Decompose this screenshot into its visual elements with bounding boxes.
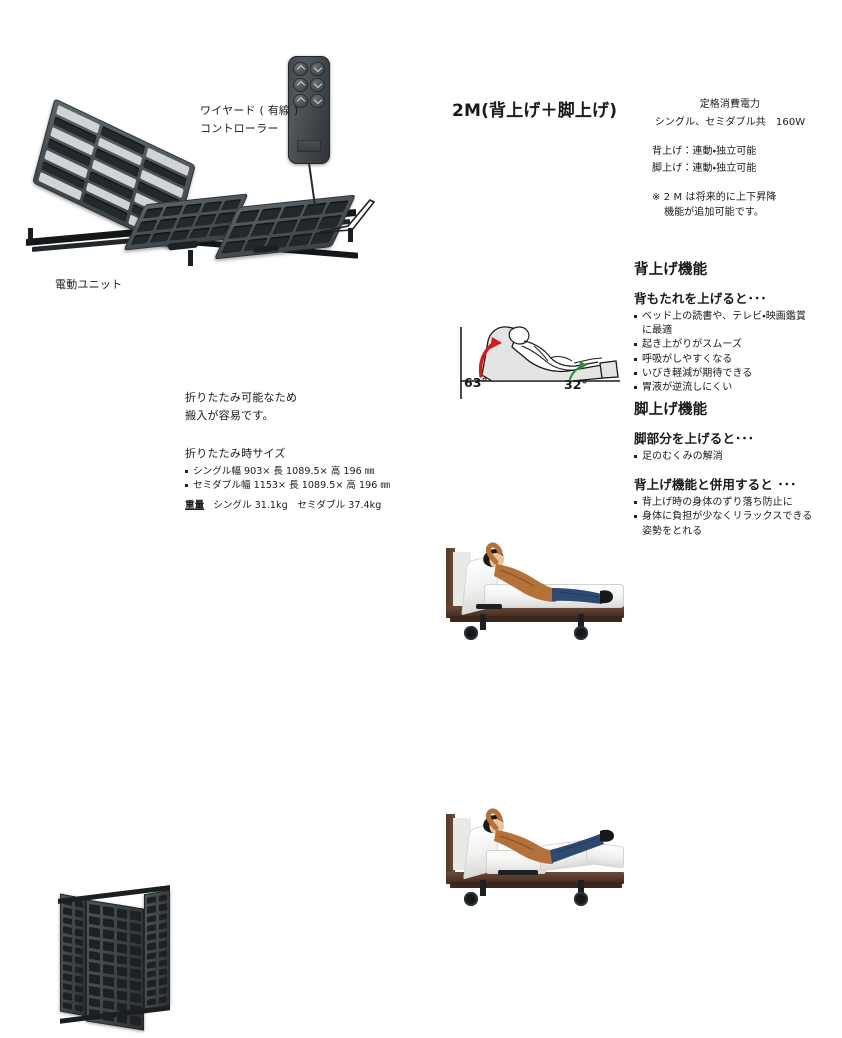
back-lift-bullet-3: 呼吸がしやすくなる	[634, 353, 839, 367]
folding-intro-line2: 搬入が容易です。	[185, 408, 274, 422]
remote-button-all-down[interactable]	[310, 94, 325, 108]
power-spec-heading: 定格消費電力	[699, 99, 761, 110]
remote-button-leg-down[interactable]	[310, 78, 325, 92]
remote-lower-panel	[297, 140, 321, 152]
folded-bed-photo	[56, 885, 186, 1038]
page-title: 2M(背上げ＋脚上げ)	[452, 101, 618, 121]
catalog-page: 電動ユニット ワイヤード ( 有線 ) コントローラー 2M(背上げ＋脚上げ) …	[0, 0, 842, 596]
leg-lift-bullet-list: 足のむくみの解消	[634, 450, 839, 464]
back-lift-bullet-4: いびき軽減が期待できる	[634, 367, 839, 381]
remote-button-all-up[interactable]	[293, 94, 308, 108]
folded-size-semidouble: セミダブル幅 1153× 長 1089.5× 高 196 ㎜	[185, 479, 410, 493]
back-lift-photo	[440, 518, 630, 646]
remote-cord	[308, 162, 318, 215]
folded-size-list: シングル幅 903× 長 1089.5× 高 196 ㎜ セミダブル幅 1153…	[185, 465, 410, 494]
capability-block: 背上げ：連動・独立可能 脚上げ：連動・独立可能 ※ 2 M は将来的に上下昇降 …	[652, 144, 837, 220]
bed-platform-photo	[18, 98, 378, 280]
folding-text-block: 折りたたみ可能なため 搬入が容易です。 折りたたみ時サイズ シングル幅 903×…	[185, 390, 410, 511]
angle-diagram: 63° 32°	[452, 313, 622, 401]
power-spec-block: 定格消費電力 シングル、セミダブル共 160W	[640, 97, 820, 130]
leg-lift-combo-bullet-2: 身体に負担が少なくリラックスできる	[634, 510, 839, 524]
capability-leg: 脚上げ：連動・独立可能	[652, 163, 757, 174]
motor-unit-caption: 電動ユニット	[55, 278, 123, 291]
weight-value: シングル 31.1kg セミダブル 37.4kg	[213, 499, 382, 511]
controller-caption-line2: コントローラー	[200, 121, 279, 135]
remote-body	[288, 56, 330, 164]
leg-lift-combo-bullet-2-cont: 姿勢をとれる	[642, 525, 703, 537]
weight-label: 重量	[185, 499, 205, 511]
weight-row: 重量 シングル 31.1kg セミダブル 37.4kg	[185, 497, 410, 511]
folding-intro-line1: 折りたたみ可能なため	[185, 391, 298, 404]
back-lift-bullet-list: ベッド上の読書や、テレビ・映画鑑賞 に最適 起き上がりがスムーズ 呼吸がしやすく…	[634, 310, 839, 395]
remote-button-pad	[293, 62, 325, 108]
controller-caption: ワイヤード ( 有線 ) コントローラー	[200, 103, 298, 137]
leg-lift-bullet-1: 足のむくみの解消	[634, 450, 839, 464]
leg-lift-photo	[440, 786, 630, 914]
folded-size-heading: 折りたたみ時サイズ	[185, 446, 286, 460]
back-lift-bullet-2: 起き上がりがスムーズ	[634, 338, 839, 352]
capability-back: 背上げ：連動・独立可能	[652, 146, 757, 157]
capability-note-line1: ※ 2 M は将来的に上下昇降	[652, 192, 777, 203]
leg-lift-combo-subheading: 背上げ機能と併用すると ･･･	[634, 477, 797, 493]
remote-button-back-up[interactable]	[293, 62, 308, 76]
leg-lift-text-block: 脚上げ機能 脚部分を上げると･･･ 足のむくみの解消 背上げ機能と併用すると ･…	[634, 398, 839, 539]
leg-angle-label: 32°	[564, 377, 588, 392]
leg-lift-combo-bullet-list: 背上げ時の身体のずり落ち防止に 身体に負担が少なくリラックスできる 姿勢をとれる	[634, 496, 839, 539]
back-lift-heading: 背上げ機能	[634, 262, 708, 278]
wired-controller-image	[288, 56, 334, 216]
back-angle-label: 63°	[464, 375, 488, 390]
back-lift-text-block: 背上げ機能 背もたれを上げると･･･ ベッド上の読書や、テレビ・映画鑑賞 に最適…	[634, 258, 839, 395]
remote-button-back-down[interactable]	[310, 62, 325, 76]
back-lift-bullet-1: ベッド上の読書や、テレビ・映画鑑賞	[634, 310, 839, 324]
capability-note-line2: 機能が追加可能です。	[664, 207, 764, 218]
back-lift-subheading: 背もたれを上げると･･･	[634, 291, 767, 306]
leg-lift-subheading: 脚部分を上げると･･･	[634, 431, 755, 446]
back-lift-bullet-1-cont: に最適	[642, 325, 673, 337]
back-lift-bullet-5: 胃液が逆流しにくい	[634, 381, 839, 395]
leg-lift-heading: 脚上げ機能	[634, 402, 708, 418]
power-spec-value: シングル、セミダブル共 160W	[654, 117, 806, 128]
controller-caption-line1: ワイヤード ( 有線 )	[200, 104, 299, 117]
folded-size-single: シングル幅 903× 長 1089.5× 高 196 ㎜	[185, 465, 410, 479]
leg-lift-combo-bullet-1: 背上げ時の身体のずり落ち防止に	[634, 496, 839, 510]
remote-button-leg-up[interactable]	[293, 78, 308, 92]
